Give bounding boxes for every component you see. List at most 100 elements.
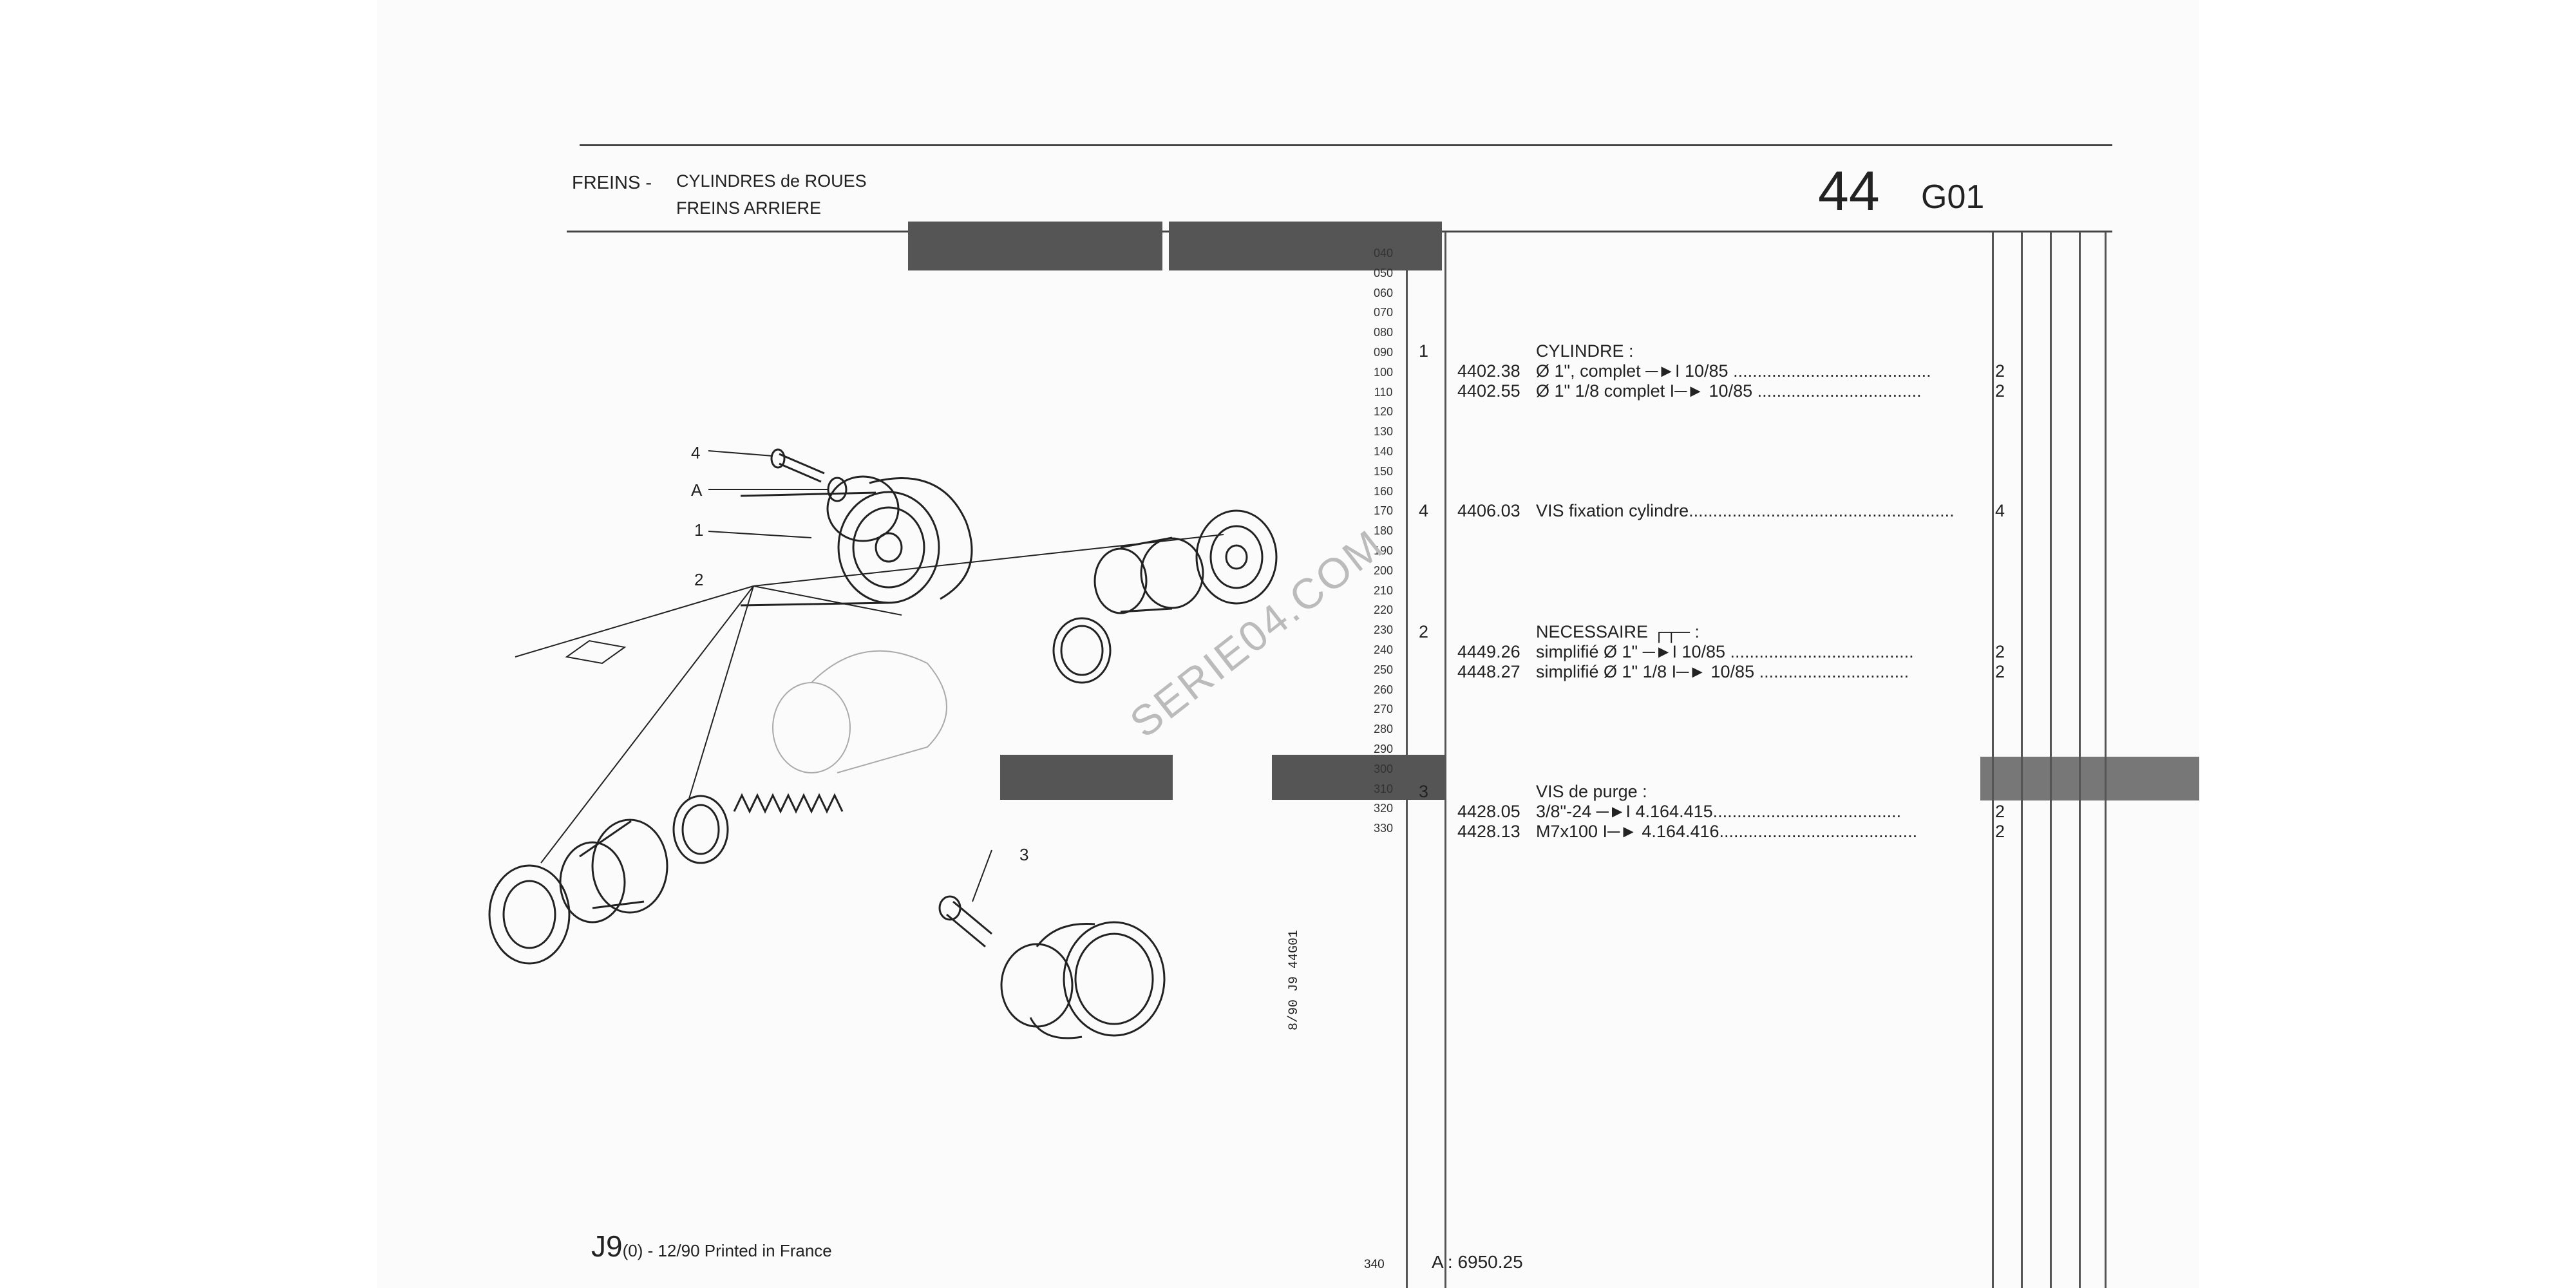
seal xyxy=(1052,617,1112,684)
line-number: 140 xyxy=(1373,445,1394,458)
diagram-label-2: 2 xyxy=(694,570,704,589)
piston-left xyxy=(591,819,668,914)
part-quantity: 2 xyxy=(1995,361,2005,381)
redaction-bar xyxy=(908,222,1162,270)
line-number: 280 xyxy=(1373,723,1394,736)
line-number: 250 xyxy=(1373,663,1394,676)
line-number: 120 xyxy=(1373,405,1394,419)
line-number: 100 xyxy=(1373,365,1394,379)
bolt xyxy=(779,453,825,483)
section-title: FREINS - xyxy=(572,173,652,193)
line-number: 260 xyxy=(1373,683,1394,696)
clip xyxy=(565,639,627,665)
line-number: 230 xyxy=(1373,623,1394,637)
footer: J9(0) - 12/90 Printed in France xyxy=(591,1229,832,1264)
line-number: 320 xyxy=(1373,802,1394,815)
cylinder-body xyxy=(740,477,973,607)
spring xyxy=(733,793,844,814)
part-quantity: 2 xyxy=(1995,662,2005,681)
top-rule xyxy=(580,144,2112,146)
line-number: 130 xyxy=(1373,425,1394,439)
part-description: Ø 1", complet ─►I 10/85 ................… xyxy=(1536,361,1931,381)
line-number: 080 xyxy=(1373,326,1394,339)
part-reference: 4406.03 xyxy=(1457,501,1520,520)
part-quantity: 2 xyxy=(1995,642,2005,661)
line-number: 190 xyxy=(1373,544,1394,557)
group-code: G01 xyxy=(1921,178,1985,216)
entry-title: NECESSAIRE ┌┬─ : xyxy=(1536,622,1700,641)
part-description: Ø 1" 1/8 complet I─► 10/85 .............… xyxy=(1536,381,1922,401)
part-reference: 4449.26 xyxy=(1457,642,1520,661)
line-number: 180 xyxy=(1373,524,1394,538)
part-description: VIS fixation cylindre...................… xyxy=(1536,501,1955,520)
line-number: 310 xyxy=(1373,782,1394,795)
entry-index: 2 xyxy=(1419,622,1429,641)
line-number: 040 xyxy=(1373,247,1394,260)
line-number: 270 xyxy=(1373,703,1394,716)
entry-index: 3 xyxy=(1419,782,1429,801)
footer-code: J9 xyxy=(591,1229,623,1263)
section-subtitle-2: FREINS ARRIERE xyxy=(676,198,822,218)
column-line xyxy=(2105,232,2107,1288)
entry-title: VIS de purge : xyxy=(1536,782,1647,801)
dust-boot xyxy=(1195,509,1278,605)
column-line xyxy=(2021,232,2023,1288)
entry-index: 1 xyxy=(1419,341,1429,361)
lower-cylinder xyxy=(1063,921,1166,1037)
part-reference: 4402.38 xyxy=(1457,361,1520,381)
column-line xyxy=(1406,232,1408,1288)
washer xyxy=(827,477,848,502)
column-line xyxy=(2079,232,2081,1288)
line-number: 160 xyxy=(1373,484,1394,498)
section-number: 44 xyxy=(1818,160,1880,222)
part-reference: 4402.55 xyxy=(1457,381,1520,401)
line-number: 240 xyxy=(1373,643,1394,656)
part-reference: 4448.27 xyxy=(1457,662,1520,681)
line-number: 150 xyxy=(1373,464,1394,478)
column-line xyxy=(1444,232,1446,1288)
part-reference: 4428.05 xyxy=(1457,802,1520,821)
page-reference: A : 6950.25 xyxy=(1432,1252,1523,1272)
line-number: 050 xyxy=(1373,266,1394,279)
part-description: simplifié Ø 1" 1/8 I─► 10/85 ...........… xyxy=(1536,662,1909,681)
catalog-page xyxy=(377,0,2199,1288)
diagram-label-1: 1 xyxy=(694,520,704,540)
leader-lines xyxy=(515,534,1224,864)
seal-left xyxy=(672,795,729,864)
redaction-bar xyxy=(1000,755,1173,800)
part-quantity: 2 xyxy=(1995,822,2005,841)
part-description: 3/8"-24 ─►I 4.164.415...................… xyxy=(1536,802,1902,821)
line-number: 070 xyxy=(1373,306,1394,319)
footer-text: (0) - 12/90 Printed in France xyxy=(622,1241,832,1260)
part-description: M7x100 I─► 4.164.416....................… xyxy=(1536,822,1918,841)
part-quantity: 2 xyxy=(1995,802,2005,821)
part-reference: 4428.13 xyxy=(1457,822,1520,841)
line-number: 170 xyxy=(1373,504,1394,518)
line-number: 330 xyxy=(1373,822,1394,835)
column-line xyxy=(2050,232,2052,1288)
line-number: 220 xyxy=(1373,603,1394,617)
line-number: 290 xyxy=(1373,743,1394,755)
piston xyxy=(1140,537,1204,609)
entry-title: CYLINDRE : xyxy=(1536,341,1634,361)
entry-index: 4 xyxy=(1419,501,1429,520)
section-subtitle-1: CYLINDRES de ROUES xyxy=(676,171,867,191)
line-number: 200 xyxy=(1373,564,1394,577)
part-description: simplifié Ø 1" ─►I 10/85 ...............… xyxy=(1536,642,1914,661)
diagram-label-A: A xyxy=(691,480,703,500)
redaction-bar xyxy=(1169,222,1442,270)
column-line xyxy=(1992,232,1994,1288)
bleed-screw xyxy=(946,900,992,948)
part-quantity: 4 xyxy=(1995,501,2005,520)
vertical-code: 8/90 J9 44G01 xyxy=(1287,929,1302,1030)
line-number: 300 xyxy=(1373,762,1394,775)
page-line-number: 340 xyxy=(1364,1258,1385,1271)
line-number: 210 xyxy=(1373,583,1394,597)
dust-boot-left xyxy=(488,864,571,965)
line-number: 090 xyxy=(1373,346,1394,359)
part-quantity: 2 xyxy=(1995,381,2005,401)
diagram-label-4: 4 xyxy=(691,443,701,462)
line-number: 060 xyxy=(1373,286,1394,299)
diagram-label-3: 3 xyxy=(1019,845,1029,864)
exploded-diagram xyxy=(488,448,1278,1039)
